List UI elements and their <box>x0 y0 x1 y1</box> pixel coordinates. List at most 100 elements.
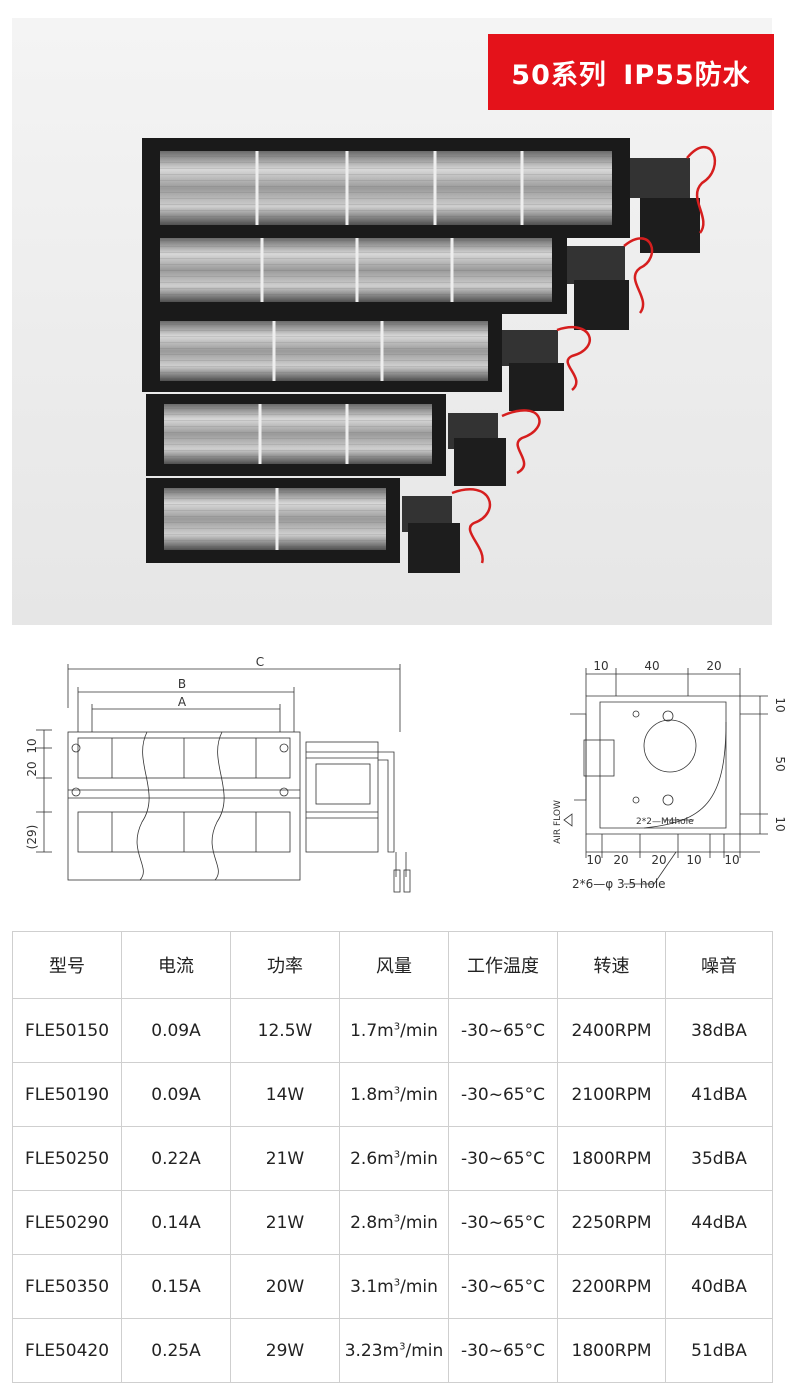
dim-20-label: 20 <box>25 761 39 776</box>
cell-power: 21W <box>230 1126 340 1191</box>
end-view-drawing: 10 40 20 10 50 10 10 20 20 10 10 AIR FLO… <box>553 659 787 891</box>
cell-power: 12.5W <box>230 998 340 1063</box>
cell-power: 20W <box>230 1254 340 1319</box>
airflow-unit: /min <box>400 1020 438 1041</box>
cell-current: 0.25A <box>121 1318 231 1383</box>
cell-model: FLE50250 <box>12 1126 122 1191</box>
airflow-exponent: 3 <box>393 1276 401 1288</box>
hole-label: 2*6—φ 3.5 hole <box>572 877 666 891</box>
dim-right-1: 10 <box>773 697 787 712</box>
cell-temp: -30~65°C <box>448 1254 558 1319</box>
fan-unit-5 <box>146 478 492 573</box>
cell-power: 21W <box>230 1190 340 1255</box>
airflow-exponent: 3 <box>393 1084 401 1096</box>
cell-airflow: 2.8m3/min <box>339 1190 449 1255</box>
dim-top-2: 40 <box>644 659 659 673</box>
fan-unit-1 <box>142 138 717 253</box>
dim-bottom-2: 20 <box>613 853 628 867</box>
airflow-value: 1.8m <box>350 1084 394 1105</box>
cell-noise: 44dBA <box>665 1190 773 1255</box>
cell-current: 0.22A <box>121 1126 231 1191</box>
cell-noise: 40dBA <box>665 1254 773 1319</box>
airflow-label: AIR FLOW <box>553 800 563 844</box>
dim-top-3: 20 <box>706 659 721 673</box>
airflow-exponent: 3 <box>399 1340 406 1352</box>
cell-power: 14W <box>230 1062 340 1127</box>
cell-current: 0.09A <box>121 1062 231 1127</box>
airflow-exponent: 3 <box>393 1148 401 1160</box>
cell-speed: 1800RPM <box>557 1318 666 1383</box>
cell-airflow: 1.8m3/min <box>339 1062 449 1127</box>
dim-top-1: 10 <box>593 659 608 673</box>
cell-speed: 2200RPM <box>557 1254 666 1319</box>
cell-airflow: 3.23m3/min <box>339 1318 449 1383</box>
fan-unit-2 <box>142 226 654 330</box>
fan-group-illustration <box>142 138 717 573</box>
cell-noise: 38dBA <box>665 998 773 1063</box>
cell-temp: -30~65°C <box>448 998 558 1063</box>
m4-hole-label: 2*2—M4hole <box>636 817 694 827</box>
airflow-unit: /min <box>400 1084 438 1105</box>
airflow-unit: /min <box>400 1212 438 1233</box>
cell-speed: 1800RPM <box>557 1126 666 1191</box>
series-banner: 50系列 IP55防水 <box>488 34 774 110</box>
airflow-value: 1.7m <box>350 1020 394 1041</box>
cell-airflow: 3.1m3/min <box>339 1254 449 1319</box>
dim-right-2: 50 <box>773 756 787 771</box>
cell-noise: 41dBA <box>665 1062 773 1127</box>
cell-temp: -30~65°C <box>448 1062 558 1127</box>
dim-bottom-4: 10 <box>686 853 701 867</box>
cell-model: FLE50350 <box>12 1254 122 1319</box>
airflow-exponent: 3 <box>393 1020 401 1032</box>
header-current: 电流 <box>121 931 231 999</box>
airflow-value: 2.6m <box>350 1148 394 1169</box>
dim-10-label: 10 <box>25 738 39 753</box>
cell-model: FLE50150 <box>12 998 122 1063</box>
airflow-unit: /min <box>400 1148 438 1169</box>
dim-b-label: B <box>178 677 186 691</box>
cell-temp: -30~65°C <box>448 1318 558 1383</box>
airflow-value: 3.23m <box>344 1340 400 1361</box>
dim-bottom-3: 20 <box>651 853 666 867</box>
cell-airflow: 2.6m3/min <box>339 1126 449 1191</box>
dim-bottom-5: 10 <box>724 853 739 867</box>
cell-noise: 35dBA <box>665 1126 773 1191</box>
cell-noise: 51dBA <box>665 1318 773 1383</box>
cell-power: 29W <box>230 1318 340 1383</box>
cell-speed: 2400RPM <box>557 998 666 1063</box>
header-speed: 转速 <box>557 931 666 999</box>
cell-current: 0.15A <box>121 1254 231 1319</box>
airflow-value: 2.8m <box>350 1212 394 1233</box>
header-temp: 工作温度 <box>448 931 558 999</box>
cell-temp: -30~65°C <box>448 1190 558 1255</box>
cell-current: 0.09A <box>121 998 231 1063</box>
header-model: 型号 <box>12 931 122 999</box>
cell-speed: 2100RPM <box>557 1062 666 1127</box>
airflow-value: 3.1m <box>350 1276 394 1297</box>
dim-right-3: 10 <box>773 816 787 831</box>
cell-model: FLE50290 <box>12 1190 122 1255</box>
header-noise: 噪音 <box>665 931 773 999</box>
cell-temp: -30~65°C <box>448 1126 558 1191</box>
cell-model: FLE50420 <box>12 1318 122 1383</box>
dim-bottom-1: 10 <box>586 853 601 867</box>
header-power: 功率 <box>230 931 340 999</box>
fan-unit-4 <box>146 394 541 486</box>
dim-a-label: A <box>178 695 187 709</box>
product-photo <box>12 18 772 625</box>
table-header-row: 型号 电流 功率 风量 工作温度 转速 噪音 <box>12 931 773 999</box>
cell-airflow: 1.7m3/min <box>339 998 449 1063</box>
dim-29-label: (29) <box>25 825 39 850</box>
airflow-exponent: 3 <box>393 1212 401 1224</box>
cell-model: FLE50190 <box>12 1062 122 1127</box>
fan-unit-3 <box>142 310 591 411</box>
airflow-unit: /min <box>400 1276 438 1297</box>
header-airflow: 风量 <box>339 931 449 999</box>
cell-speed: 2250RPM <box>557 1190 666 1255</box>
